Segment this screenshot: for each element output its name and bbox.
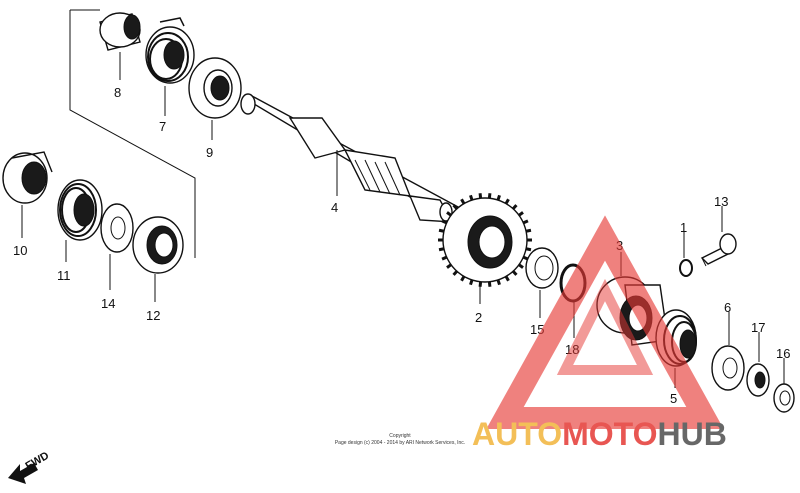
- gear-tooth: [496, 279, 501, 286]
- part-4-shaft: [240, 93, 461, 223]
- callout-12: 12: [146, 308, 160, 323]
- gear-tooth: [446, 263, 452, 269]
- gear-tooth: [438, 247, 445, 252]
- watermark-triangle-icon: [486, 215, 724, 429]
- callout-7: 7: [159, 119, 166, 134]
- watermark-auto: AUTO: [472, 416, 562, 452]
- svg-text:AUTOMOTOHUB: AUTOMOTOHUB: [472, 416, 727, 452]
- gear-tooth: [487, 193, 492, 199]
- part-8-bushing: [99, 12, 141, 51]
- watermark-hub: HUB: [657, 416, 726, 452]
- gear-tooth: [511, 204, 518, 210]
- gear-tooth: [518, 211, 524, 217]
- gear-tooth: [446, 211, 452, 217]
- gear-tooth: [504, 275, 510, 282]
- gear-tooth: [452, 270, 459, 276]
- watermark-logo: AUTOMOTOHUB: [472, 215, 727, 452]
- gear-tooth: [511, 270, 518, 276]
- part-11-spring: [57, 179, 103, 241]
- callout-10: 10: [13, 243, 27, 258]
- part-15-washer: [525, 247, 559, 289]
- copyright-line-2: Page design (c) 2004 - 2014 by ARI Netwo…: [335, 440, 465, 446]
- callout-14: 14: [101, 296, 115, 311]
- gear-tooth: [460, 275, 466, 282]
- part-7-spring: [145, 17, 195, 84]
- watermark-moto: MOTO: [562, 416, 657, 452]
- part-16-washer: [773, 383, 795, 413]
- gear-tooth: [460, 198, 466, 205]
- gear-tooth: [438, 228, 445, 233]
- callout-5: 5: [670, 391, 677, 406]
- part-12-bearing: [132, 216, 184, 274]
- part-1-washer: [679, 259, 693, 277]
- gear-tooth: [518, 263, 524, 269]
- gear-tooth: [487, 281, 492, 287]
- callout-2: 2: [475, 310, 482, 325]
- gear-tooth: [504, 198, 510, 205]
- gear-tooth: [525, 247, 532, 252]
- copyright-notice: Copyright Page design (c) 2004 - 2014 by…: [335, 433, 465, 446]
- gear-tooth: [522, 219, 529, 225]
- part-6-washer: [711, 345, 745, 391]
- part-17-washer: [746, 363, 770, 397]
- gear-tooth: [441, 255, 448, 261]
- part-14-washer: [100, 203, 134, 253]
- gear-tooth: [496, 194, 501, 201]
- gear-tooth: [469, 279, 474, 286]
- copyright-line-1: Copyright: [389, 433, 411, 439]
- gear-tooth: [452, 204, 459, 210]
- callout-17: 17: [751, 320, 765, 335]
- callout-9: 9: [206, 145, 213, 160]
- gear-tooth: [478, 193, 483, 199]
- fwd-arrow-icon: [8, 463, 38, 484]
- callout-16: 16: [776, 346, 790, 361]
- callout-4: 4: [331, 200, 338, 215]
- assembly-bracket: [69, 9, 196, 258]
- part-2-gear: [438, 193, 532, 287]
- callout-6: 6: [724, 300, 731, 315]
- callout-13: 13: [714, 194, 728, 209]
- part-10-housing: [2, 151, 53, 204]
- gear-tooth: [469, 194, 474, 201]
- part-9-seal: [188, 57, 242, 119]
- callout-8: 8: [114, 85, 121, 100]
- gear-tooth: [441, 219, 448, 225]
- fwd-direction-indicator: FWD: [8, 450, 51, 484]
- part-13-bolt: [700, 233, 737, 267]
- callout-11: 11: [57, 268, 71, 283]
- callout-1: 1: [680, 220, 687, 235]
- gear-tooth: [525, 228, 532, 233]
